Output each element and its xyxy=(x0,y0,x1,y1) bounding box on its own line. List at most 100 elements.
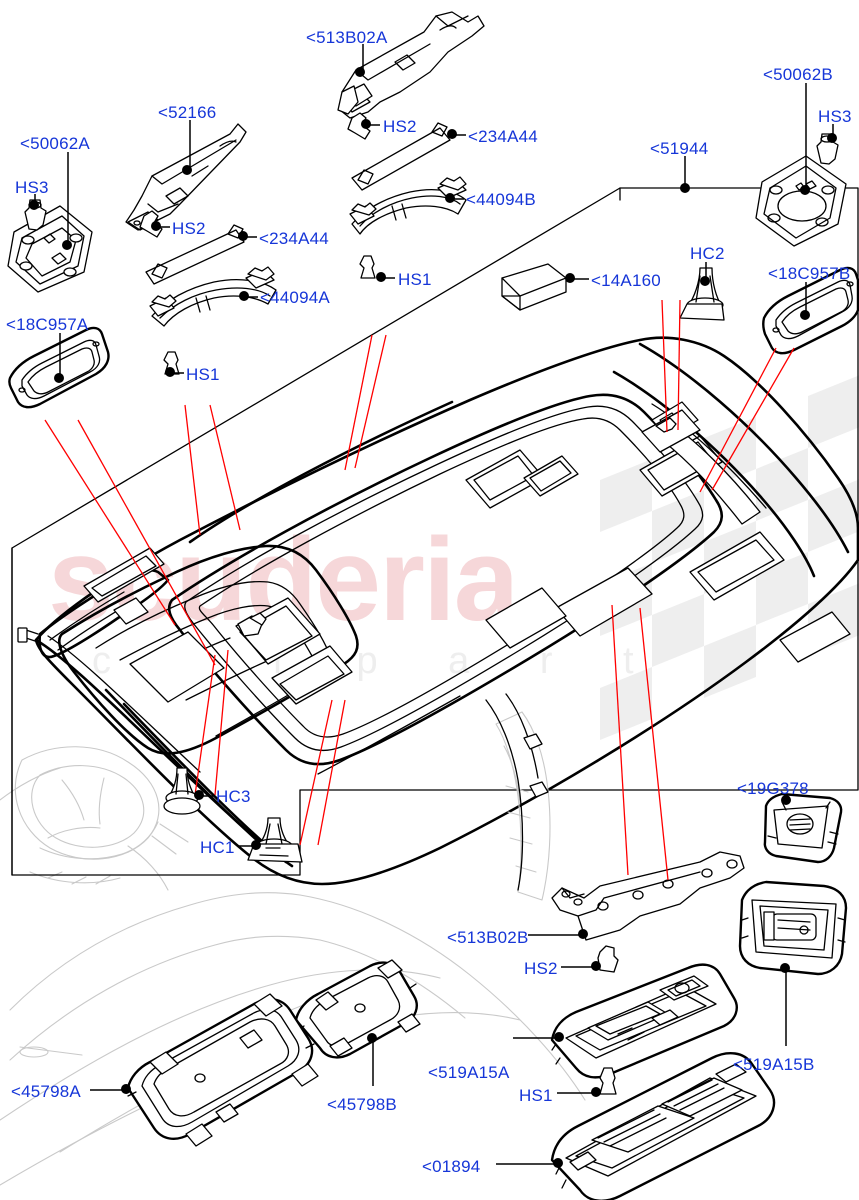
part-label-hs2[interactable]: HS2 xyxy=(524,959,558,978)
leader-dot xyxy=(54,373,64,383)
part-label-50062b[interactable]: <50062B xyxy=(763,65,833,84)
highlight-line xyxy=(209,404,241,531)
highlight-line xyxy=(317,699,346,846)
leader-dot xyxy=(445,193,455,203)
leader-dot xyxy=(447,129,457,139)
headlining-main-panel xyxy=(11,187,859,901)
part-label-hs3[interactable]: HS3 xyxy=(15,178,49,197)
part-label-45798b[interactable]: <45798B xyxy=(327,1095,397,1114)
leader-dot xyxy=(62,240,72,250)
highlight-line xyxy=(639,607,669,881)
leader-dot xyxy=(165,367,175,377)
part-19G378 xyxy=(763,792,843,864)
part-45798A xyxy=(126,993,319,1147)
leader-dot xyxy=(591,961,601,971)
leader-dot xyxy=(700,276,710,286)
highlight-line xyxy=(44,419,176,626)
leader-dot xyxy=(578,929,588,939)
highlight-line xyxy=(194,654,216,796)
part-label-44094b[interactable]: <44094B xyxy=(466,190,536,209)
part-label-18c957b[interactable]: <18C957B xyxy=(768,264,851,283)
leader-dot xyxy=(800,310,810,320)
highlight-line xyxy=(214,649,229,796)
part-label-44094a[interactable]: <44094A xyxy=(260,288,330,307)
part-label-hs1[interactable]: HS1 xyxy=(186,365,220,384)
highlight-line xyxy=(184,404,201,536)
leader-dot xyxy=(182,165,192,175)
clip-HS1-c xyxy=(599,1067,617,1095)
part-label-hs1[interactable]: HS1 xyxy=(519,1086,553,1105)
leader-dot xyxy=(367,1033,377,1043)
part-label-50062a[interactable]: <50062A xyxy=(20,134,90,153)
part-label-hs3[interactable]: HS3 xyxy=(818,107,852,126)
part-519A15A xyxy=(550,963,738,1079)
clip-HC1 xyxy=(247,817,303,863)
leader-dot xyxy=(780,963,790,973)
part-label-18c957a[interactable]: <18C957A xyxy=(6,315,89,334)
part-519A15B xyxy=(738,880,848,976)
clip-HC3 xyxy=(163,767,201,815)
part-513B02B xyxy=(551,851,745,941)
clip-HS1-b xyxy=(359,255,376,279)
part-18C957A xyxy=(8,326,110,409)
part-label-519a15a[interactable]: <519A15A xyxy=(428,1063,510,1082)
part-513B02A xyxy=(337,11,485,119)
leader-dot xyxy=(194,790,204,800)
highlight-line xyxy=(611,604,629,876)
part-label-519a15b[interactable]: <519A15B xyxy=(733,1055,815,1074)
clip-HC2 xyxy=(679,267,725,321)
leader-dot xyxy=(827,133,837,143)
leader-dot xyxy=(251,840,261,850)
leader-dot xyxy=(151,221,161,231)
part-label-234a44[interactable]: <234A44 xyxy=(259,229,329,248)
part-label-hc2[interactable]: HC2 xyxy=(690,244,725,263)
part-label-52166[interactable]: <52166 xyxy=(158,103,217,122)
highlight-line xyxy=(661,299,668,433)
part-01894 xyxy=(550,1052,776,1200)
highlight-line xyxy=(299,699,333,846)
leader-dot xyxy=(591,1087,601,1097)
highlight-line xyxy=(711,347,795,491)
part-label-19g378[interactable]: <19G378 xyxy=(737,779,809,798)
part-label-234a44[interactable]: <234A44 xyxy=(468,127,538,146)
part-label-01894[interactable]: <01894 xyxy=(422,1157,481,1176)
part-label-hc1[interactable]: HC1 xyxy=(200,838,235,857)
b-pillar-ghost xyxy=(495,711,551,901)
part-234A44-right xyxy=(351,122,451,191)
highlight-line xyxy=(677,299,681,431)
leader-dot xyxy=(781,795,791,805)
part-label-hc3[interactable]: HC3 xyxy=(216,787,251,806)
part-label-513b02a[interactable]: <513B02A xyxy=(306,28,388,47)
part-label-513b02b[interactable]: <513B02B xyxy=(447,928,529,947)
part-45798B xyxy=(294,959,421,1059)
highlight-line xyxy=(77,419,216,666)
overhead-console-area xyxy=(58,544,359,755)
highlight-line xyxy=(354,334,387,469)
leader-dot xyxy=(238,231,248,241)
part-label-14a160[interactable]: <14A160 xyxy=(591,271,661,290)
leader-dot xyxy=(680,183,690,193)
leader-dot xyxy=(376,272,386,282)
leader-dot xyxy=(361,119,371,129)
part-14A160 xyxy=(501,263,567,311)
leader-dot xyxy=(800,185,810,195)
part-label-hs2[interactable]: HS2 xyxy=(172,219,206,238)
part-label-hs2[interactable]: HS2 xyxy=(383,117,417,136)
leader-dot xyxy=(239,291,249,301)
part-234A44-left xyxy=(145,224,245,285)
part-label-51944[interactable]: <51944 xyxy=(650,139,709,158)
highlight-line xyxy=(699,347,777,493)
part-44094B xyxy=(349,176,467,235)
highlight-line xyxy=(344,334,373,471)
part-label-hs1[interactable]: HS1 xyxy=(398,270,432,289)
leader-dot xyxy=(553,1158,563,1168)
leader-dot xyxy=(121,1084,131,1094)
part-18C957B xyxy=(762,266,859,355)
leader-dot xyxy=(29,200,39,210)
part-label-45798a[interactable]: <45798A xyxy=(11,1082,81,1101)
